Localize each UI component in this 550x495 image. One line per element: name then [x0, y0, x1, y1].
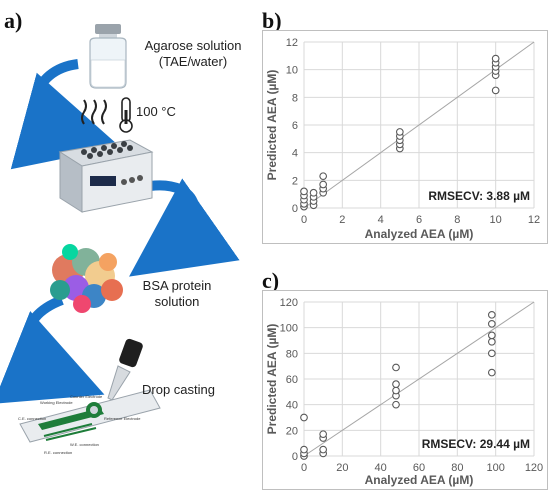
panel-label-b: b) [262, 8, 282, 33]
x-tick-label: 0 [301, 214, 307, 226]
agarose-label: Agarose solution (TAE/water) [144, 38, 242, 69]
y-tick-label: 6 [292, 120, 298, 132]
electrode-label-working: Working Electrode [40, 400, 73, 405]
y-tick-label: 4 [292, 148, 298, 160]
dropper-icon [107, 338, 143, 401]
y-tick-label: 20 [286, 425, 298, 437]
data-point [487, 331, 496, 340]
y-tick-label: 0 [292, 451, 298, 463]
heat-label: 100 °C [136, 104, 176, 119]
y-tick-label: 8 [292, 92, 298, 104]
electrode-label-ce: C.E. connection [18, 416, 46, 421]
x-tick-label: 60 [413, 462, 425, 474]
data-point [487, 319, 496, 328]
y-tick-label: 0 [292, 203, 298, 215]
drop-casting-label: Drop casting [142, 382, 215, 397]
electrode-label-counter: Counter Electrode [70, 394, 103, 399]
y-tick-label: 60 [286, 374, 298, 386]
data-point [300, 445, 308, 454]
chart-frame [262, 290, 548, 490]
y-tick-label: 40 [286, 400, 298, 412]
panel-label-a: a) [4, 8, 23, 33]
bsa-protein-icon [50, 244, 123, 313]
rmsecv-annotation: RMSECV: 29.44 µM [422, 437, 530, 451]
data-point [487, 349, 496, 358]
data-point [319, 430, 328, 439]
data-point [487, 337, 496, 346]
data-point [319, 180, 328, 189]
y-tick-label: 12 [286, 37, 298, 49]
y-tick-label: 120 [280, 297, 298, 309]
y-tick-label: 2 [292, 175, 298, 187]
y-tick-label: 100 [280, 323, 298, 335]
data-point [392, 400, 400, 409]
data-point [392, 363, 400, 372]
data-point [487, 368, 496, 377]
data-point [319, 445, 328, 454]
bsa-label: BSA protein solution [142, 278, 212, 309]
y-tick-label: 10 [286, 65, 298, 77]
x-tick-label: 20 [336, 462, 348, 474]
x-tick-label: 4 [378, 214, 384, 226]
heating-block-icon [58, 139, 154, 213]
x-tick-label: 0 [301, 462, 307, 474]
data-point [392, 380, 400, 388]
data-point [392, 386, 400, 395]
y-axis-label: Predicted AEA (µM) [265, 70, 279, 181]
x-tick-label: 2 [339, 214, 345, 226]
x-tick-label: 120 [525, 462, 543, 474]
data-point [309, 188, 318, 197]
x-tick-label: 100 [486, 462, 504, 474]
rmsecv-annotation: RMSECV: 3.88 µM [428, 189, 530, 203]
x-tick-label: 80 [451, 462, 463, 474]
x-tick-label: 10 [490, 214, 502, 226]
thermometer-icon [119, 97, 133, 133]
flow-arrow-1 [10, 59, 121, 170]
x-tick-label: 40 [375, 462, 387, 474]
data-point [491, 54, 500, 63]
y-axis-label: Predicted AEA (µM) [265, 324, 279, 435]
flow-arrow-2 [129, 178, 240, 277]
data-point [300, 413, 308, 422]
screen-printed-electrode-icon [19, 389, 161, 443]
electrode-label-we: W.E. connection [70, 442, 99, 447]
agarose-vial-icon [89, 24, 127, 89]
heat-waves-icon [81, 99, 107, 125]
x-axis-label: Analyzed AEA (µM) [365, 473, 474, 487]
data-point [319, 172, 328, 181]
panel-label-c: c) [262, 268, 280, 293]
x-tick-label: 6 [416, 214, 422, 226]
workflow-illustration: Counter Electrode Working Electrode Refe… [0, 24, 240, 455]
chart-frame [262, 30, 548, 244]
flow-arrow-3 [0, 295, 105, 404]
data-point [487, 310, 496, 319]
data-point [491, 86, 500, 95]
electrode-label-reference: Reference Electrode [104, 416, 141, 421]
y-tick-label: 80 [286, 348, 298, 360]
identity-line [303, 301, 535, 457]
x-tick-label: 12 [528, 214, 540, 226]
data-point [300, 187, 308, 196]
x-tick-label: 8 [454, 214, 460, 226]
x-axis-label: Analyzed AEA (µM) [365, 227, 474, 241]
data-point [395, 128, 404, 136]
electrode-label-re: R.E. connection [44, 450, 72, 455]
